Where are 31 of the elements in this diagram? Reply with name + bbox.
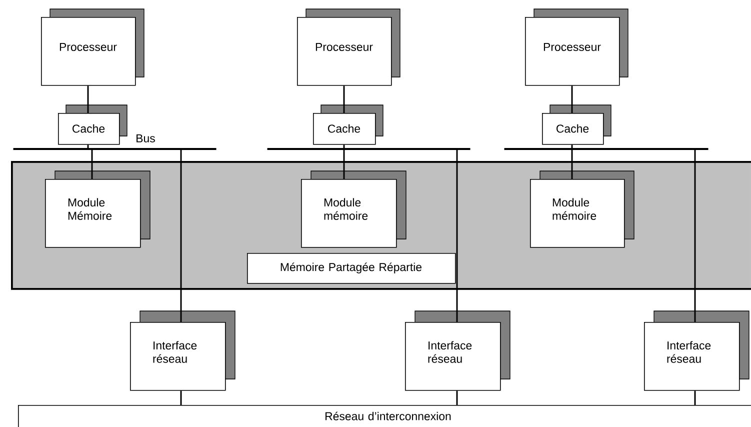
processor-box: Processeur xyxy=(297,8,400,86)
network-interface-box: Interface réseau xyxy=(405,310,510,391)
cache-box: Cache xyxy=(542,104,612,145)
memory-module-box: Module mémoire xyxy=(530,170,634,248)
connector-line xyxy=(571,149,573,179)
label-box: Mémoire Partagée Répartie xyxy=(247,253,456,284)
bus-line xyxy=(267,148,470,150)
cache-box: Cache xyxy=(58,104,128,145)
connector-line xyxy=(180,149,182,322)
processor-box: Processeur xyxy=(41,8,144,86)
connector-line xyxy=(180,390,182,405)
network-interface-box: Interface réseau xyxy=(644,310,750,391)
network-box: Réseau d’interconnexion xyxy=(18,405,751,427)
bus-line xyxy=(504,148,708,150)
network-interface-box: Interface réseau xyxy=(130,310,236,391)
connector-line xyxy=(571,144,573,149)
connector-line xyxy=(456,390,458,405)
connector-line xyxy=(343,149,345,179)
connector-line xyxy=(343,144,345,149)
memory-module-box: Module mémoire xyxy=(301,170,406,248)
cache-box: Cache xyxy=(313,104,384,145)
connector-line xyxy=(91,149,93,179)
connector-line xyxy=(456,149,458,322)
connector-line xyxy=(694,149,696,322)
connector-line xyxy=(87,144,89,149)
connector-line xyxy=(87,86,89,113)
connector-line xyxy=(571,86,573,113)
connector-line xyxy=(694,390,696,405)
connector-line xyxy=(343,86,345,113)
memory-module-box: Module Mémoire xyxy=(45,170,150,248)
processor-box: Processeur xyxy=(525,8,628,86)
